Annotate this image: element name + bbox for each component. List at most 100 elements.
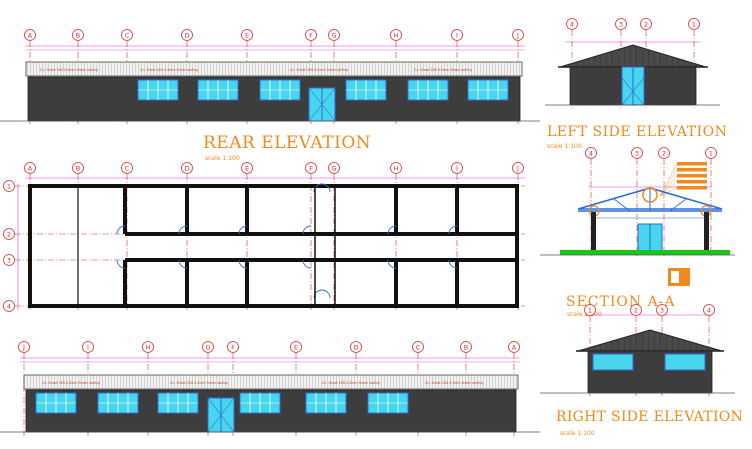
plan-grid-bubble: [512, 162, 524, 174]
rear-grid-bubble: [121, 29, 133, 41]
rear-grid-label: A: [28, 31, 33, 39]
plan-grid-label: G: [331, 164, 336, 172]
front-grid-label: H: [146, 343, 151, 351]
front-grid-bubble: [82, 341, 94, 353]
right-side-elevation-title: RIGHT SIDE ELEVATION: [556, 409, 743, 425]
front-grid-label: B: [464, 343, 468, 351]
plan-outer-wall: [28, 184, 519, 308]
section-grid-label: 2: [662, 149, 666, 157]
right-grid-label: 1: [588, 306, 592, 314]
section-grid-label: 3: [635, 149, 639, 157]
rear-grid-bubble: [451, 29, 463, 41]
right-grid-label: 4: [707, 306, 711, 314]
rear-grid-label: D: [184, 31, 189, 39]
door-swing: [387, 225, 397, 235]
door-swing: [116, 259, 126, 269]
front-grid-bubble: [412, 341, 424, 353]
right-window-2: [664, 353, 706, 371]
plan-grid-bubble: [181, 162, 193, 174]
rear-grid-label: C: [125, 31, 130, 39]
plan-side-grid-label: 4: [7, 302, 11, 310]
front-roof-notes: G.I. Sheet 26G 0.5mm Sheet roofing G.I. S…: [42, 381, 483, 385]
left-grid-label: 2: [644, 20, 648, 28]
roof-note: G.I. Sheet 26G 0.5mm Sheet roofing: [322, 381, 380, 385]
door-swing: [448, 259, 458, 269]
plan-grid-bubble: [121, 162, 133, 174]
plan-side-grid-bubble: [3, 180, 15, 192]
left-grid-label: 4: [570, 20, 574, 28]
right-grid-bubble: [630, 304, 642, 316]
door-swing: [238, 225, 248, 235]
right-grid-label: 2: [634, 306, 638, 314]
rear-grid-bubble: [390, 29, 402, 41]
rear-elevation-scale: scale 1:100: [205, 155, 240, 162]
left-side-elevation-scale: scale 1:100: [547, 143, 582, 150]
front-windows: [35, 392, 409, 414]
front-grid-label: C: [416, 343, 421, 351]
rear-grid-label: H: [394, 31, 399, 39]
front-grid-bubble: [18, 341, 30, 353]
plan-side-grid-label: 2: [7, 230, 11, 238]
roof-note: G.I. Sheet 26G 0.5mm Sheet roofing: [290, 68, 348, 72]
plan-grid-label: A: [28, 164, 33, 172]
right-grid-bubble: [656, 304, 668, 316]
section-ground-slab: [560, 250, 730, 255]
rear-elevation-title: REAR ELEVATION: [203, 133, 371, 153]
plan-grid-label: I: [456, 164, 458, 172]
plan-side-grid-bubble: [3, 254, 15, 266]
left-grid-bubble: [566, 18, 578, 30]
plan-grid-label: E: [245, 164, 249, 172]
rear-grid-label: I: [456, 31, 458, 39]
door-swing: [178, 225, 188, 235]
left-grid-bubble: [640, 18, 652, 30]
rear-grid-label: B: [76, 31, 80, 39]
right-window-1: [592, 353, 634, 371]
rear-roof-notes: G.I. Sheet 26G 0.5mm Sheet roofing G.I. S…: [40, 68, 472, 72]
section-grid-bubble: [705, 147, 717, 159]
rear-grid-label: E: [245, 31, 249, 39]
front-grid-label: F: [231, 343, 235, 351]
plan-side-grid-bubble: [3, 228, 15, 240]
plan-grid-label: F: [309, 164, 313, 172]
roof-note: G.I. Sheet 26G 0.5mm Sheet roofing: [414, 68, 472, 72]
front-grid-label: J: [22, 343, 25, 351]
door-swing: [178, 259, 188, 269]
plan-grid-bubble: [328, 162, 340, 174]
front-grid-label: I: [87, 343, 89, 351]
right-side-elevation-scale: scale 1:100: [560, 430, 595, 437]
left-gable-roof: [559, 44, 707, 68]
section-grid-label: 4: [589, 149, 593, 157]
roof-note: G.I. Sheet 26G 0.5mm Sheet roofing: [42, 381, 100, 385]
plan-grid-label: J: [516, 164, 519, 172]
plan-side-grid-label: 3: [7, 256, 11, 264]
rear-windows: [137, 79, 509, 101]
plan-grid-label: H: [394, 164, 399, 172]
front-grid-label: D: [353, 343, 358, 351]
rear-grid-bubble: [72, 29, 84, 41]
plan-grid-label: C: [125, 164, 130, 172]
section-scale: scale 1:100: [567, 311, 602, 318]
rear-grid-bubble: [241, 29, 253, 41]
rear-grid-bubble: [305, 29, 317, 41]
section-grid-bubble: [585, 147, 597, 159]
roof-note: G.I. Sheet 26G 0.5mm Sheet roofing: [140, 68, 198, 72]
left-grid-label: 1: [692, 20, 696, 28]
door-swing: [238, 259, 248, 269]
rear-grid-bubble: [181, 29, 193, 41]
rear-roof: [25, 61, 523, 77]
section-grid-bubble: [658, 147, 670, 159]
rear-grid-bubble: [24, 29, 36, 41]
front-grid-bubble: [350, 341, 362, 353]
door-swing: [116, 225, 126, 235]
section-annotations: [659, 162, 707, 197]
rear-grid-label: J: [516, 31, 519, 39]
door-swing: [302, 225, 312, 235]
